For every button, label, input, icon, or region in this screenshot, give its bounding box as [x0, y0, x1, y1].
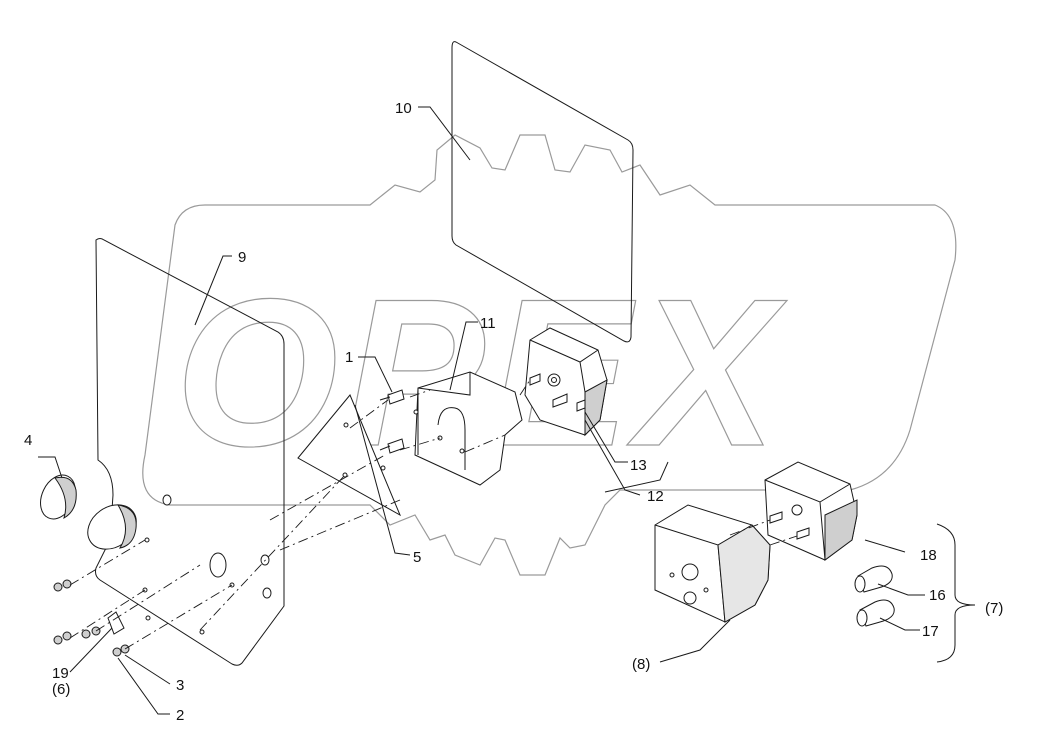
fasteners-nuts-washers — [53, 579, 130, 657]
label-11: 11 — [480, 315, 496, 332]
label-18: 18 — [920, 547, 937, 564]
part-5-triangle-reflector — [297, 394, 402, 517]
assembly-lines — [69, 379, 798, 650]
label-8: (8) — [632, 656, 650, 673]
part-4-reflector — [40, 474, 137, 550]
leader-lines — [38, 106, 976, 715]
label-19: 19 — [52, 665, 69, 682]
watermark-gear — [142, 134, 957, 576]
label-3: 3 — [176, 677, 184, 694]
label-2: 2 — [176, 707, 184, 724]
part-1-bolts — [379, 389, 405, 454]
part-8-lamp-housing — [654, 504, 771, 623]
part-16-bulb — [854, 565, 893, 593]
label-4: 4 — [24, 432, 32, 449]
label-5: 5 — [413, 549, 421, 566]
label-16: 16 — [929, 587, 946, 604]
label-9: 9 — [238, 249, 246, 266]
part-17-bulb — [856, 599, 895, 627]
label-17: 17 — [922, 623, 939, 640]
part-19-clip — [107, 611, 125, 635]
part-12-lamp — [524, 327, 608, 437]
label-7: (7) — [985, 600, 1003, 617]
part-10-clear-sheet — [451, 41, 634, 343]
label-10: 10 — [395, 100, 412, 117]
part-labels: 1 2 3 4 5 (6) (7) (8) 9 10 11 12 13 16 1… — [24, 100, 1003, 724]
label-1: 1 — [345, 349, 353, 366]
label-6: (6) — [52, 681, 70, 698]
part-18-tail-lamp — [764, 461, 858, 561]
part-9-mounting-plate — [95, 238, 285, 666]
label-12: 12 — [647, 488, 664, 505]
label-13: 13 — [630, 457, 647, 474]
